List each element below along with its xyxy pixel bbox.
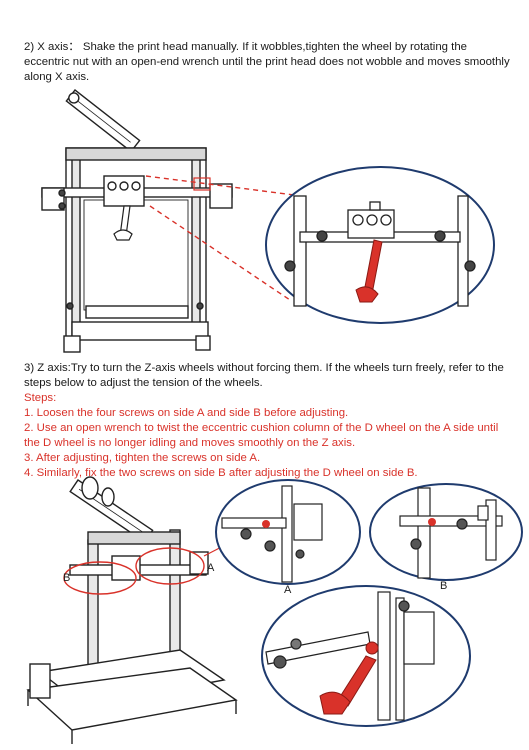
step-1: 1. Loosen the four screws on side A and … <box>24 407 349 419</box>
x-axis-wrench <box>113 205 133 241</box>
side-b-highlight <box>63 561 137 595</box>
side-a-label: A <box>207 562 215 574</box>
x-axis-detail-view <box>265 166 495 324</box>
steps-title: Steps: <box>24 392 57 404</box>
side-a-highlight <box>135 547 205 585</box>
x-axis-instruction: 2) X axis： Shake the print head manually… <box>24 41 510 83</box>
z-axis-printer-illustration <box>26 476 238 744</box>
x-axis-callout-lines <box>145 175 303 301</box>
side-a-detail-view <box>215 479 361 585</box>
side-b-detail-view <box>369 483 523 581</box>
side-b-label: B <box>63 572 71 584</box>
step-2: 2. Use an open wrench to twist the eccen… <box>24 422 499 449</box>
x-axis-highlight-box <box>193 177 211 191</box>
wrench-adjustment-detail-view <box>261 585 471 727</box>
x-axis-printer-illustration <box>41 89 233 353</box>
step-3: 3. After adjusting, tighten the screws o… <box>24 452 261 464</box>
detail-b-label: B <box>440 580 448 592</box>
steps-list: Steps: 1. Loosen the four screws on side… <box>24 391 510 481</box>
step-4: 4. Similarly, fix the two screws on side… <box>24 467 418 479</box>
detail-a-label: A <box>284 584 292 596</box>
z-axis-instruction: 3) Z axis:Try to turn the Z-axis wheels … <box>24 362 504 389</box>
